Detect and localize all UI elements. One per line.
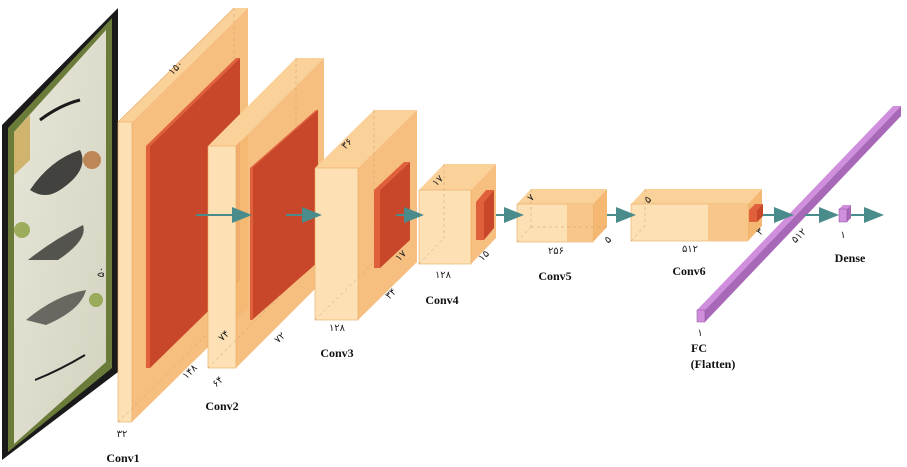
conv1-label: Conv1 — [106, 451, 139, 465]
dense-block — [838, 205, 851, 223]
conv6-dim-side: ۳ — [755, 226, 767, 238]
conv2-label: Conv2 — [205, 399, 238, 413]
conv3-block — [314, 110, 417, 321]
conv5-dim-top: ۷ — [526, 192, 538, 204]
fc-label-line2: (Flatten) — [691, 357, 736, 371]
conv5-block — [516, 189, 607, 243]
conv5-dim-side: ۵ — [603, 234, 615, 246]
input-image — [2, 8, 118, 460]
fc-label-line1: FC — [691, 341, 707, 355]
fc-dim-bottom: ۱ — [697, 328, 702, 339]
conv3-dim-diag: ۷۲ — [273, 331, 288, 346]
conv6-block — [630, 189, 763, 242]
layer-labels: Conv1 Conv2 Conv3 Conv4 Conv5 Conv6 FC (… — [106, 251, 866, 465]
conv1-dim-width: ۳۲ — [117, 429, 128, 440]
conv2-dim-width: ۶۴ — [211, 375, 226, 390]
fc-flatten-bar — [696, 106, 901, 323]
conv3-dim-width: ۱۲۸ — [329, 323, 346, 334]
conv5-dim-width: ۲۵۶ — [548, 246, 564, 257]
conv4-dim-width: ۱۲۸ — [435, 270, 452, 281]
conv5-label: Conv5 — [538, 269, 571, 283]
conv6-dim-top: ۵ — [643, 194, 655, 206]
conv2-block — [207, 58, 324, 369]
conv4-label: Conv4 — [425, 293, 458, 307]
conv6-label: Conv6 — [672, 264, 705, 278]
dense-dim: ۱ — [840, 230, 845, 241]
conv6-dim-width: ۵۱۲ — [682, 244, 698, 255]
conv4-block — [418, 164, 496, 265]
conv1-dim-input: ۵۰ — [96, 267, 107, 278]
conv3-label: Conv3 — [320, 346, 353, 360]
dense-label: Dense — [835, 251, 866, 265]
